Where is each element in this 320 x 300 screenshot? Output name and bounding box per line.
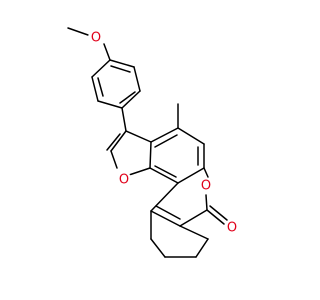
bond-furan-a-inner xyxy=(106,133,121,151)
bond-ar3 xyxy=(121,90,141,109)
bond-bz2 xyxy=(177,127,205,145)
bond-carbonyl xyxy=(206,209,225,225)
oxygen-carbonyl: O xyxy=(224,220,240,236)
bond-lac1 xyxy=(203,167,209,178)
svg-text:O: O xyxy=(201,179,211,194)
bond-lac2 xyxy=(205,194,208,211)
svg-text:O: O xyxy=(119,173,129,188)
bond-cy4 xyxy=(195,238,209,258)
bond-furan-e xyxy=(125,130,152,143)
bond-lac5 xyxy=(150,182,179,212)
bonds xyxy=(67,27,228,258)
bond-cy2 xyxy=(150,238,166,258)
bond-ar5-inner xyxy=(97,77,104,97)
bond-lac4-inner xyxy=(155,205,181,220)
bond-furan-b xyxy=(110,150,118,169)
bond-ar2 xyxy=(133,66,141,92)
bond-bz1-inner xyxy=(154,134,178,148)
svg-text:O: O xyxy=(227,221,237,236)
bond-bz5-inner xyxy=(154,165,177,178)
svg-text:O: O xyxy=(91,31,101,46)
bond-ar4 xyxy=(97,100,123,109)
bond-ar3-inner xyxy=(119,91,136,104)
atom-labels: O O O O xyxy=(88,30,240,236)
bond-methyl-o xyxy=(67,27,89,36)
bond-ar1 xyxy=(109,59,135,68)
bond-o-aryl xyxy=(103,43,111,61)
bond-furan-a xyxy=(110,130,127,152)
bond-cy5 xyxy=(179,225,209,240)
bond-furan-c xyxy=(128,167,151,176)
bond-lac3 xyxy=(179,209,208,227)
bond-ar5 xyxy=(91,76,99,102)
bond-lac4 xyxy=(150,210,181,227)
bond-ar1-inner xyxy=(110,65,131,73)
bond-carbonyl-2 xyxy=(209,205,228,221)
bond-aryl-furan xyxy=(121,107,127,132)
oxygen-furan: O xyxy=(116,172,132,188)
bond-furan-d xyxy=(149,141,152,169)
bond-bz1 xyxy=(150,127,179,143)
structure-diagram: O O O O xyxy=(67,27,240,258)
bond-bz5 xyxy=(149,167,179,184)
bond-bz4 xyxy=(177,167,205,184)
oxygen-lactone-ring: O xyxy=(198,178,214,194)
bond-ar6 xyxy=(91,59,111,78)
oxygen-methoxy: O xyxy=(88,30,104,46)
